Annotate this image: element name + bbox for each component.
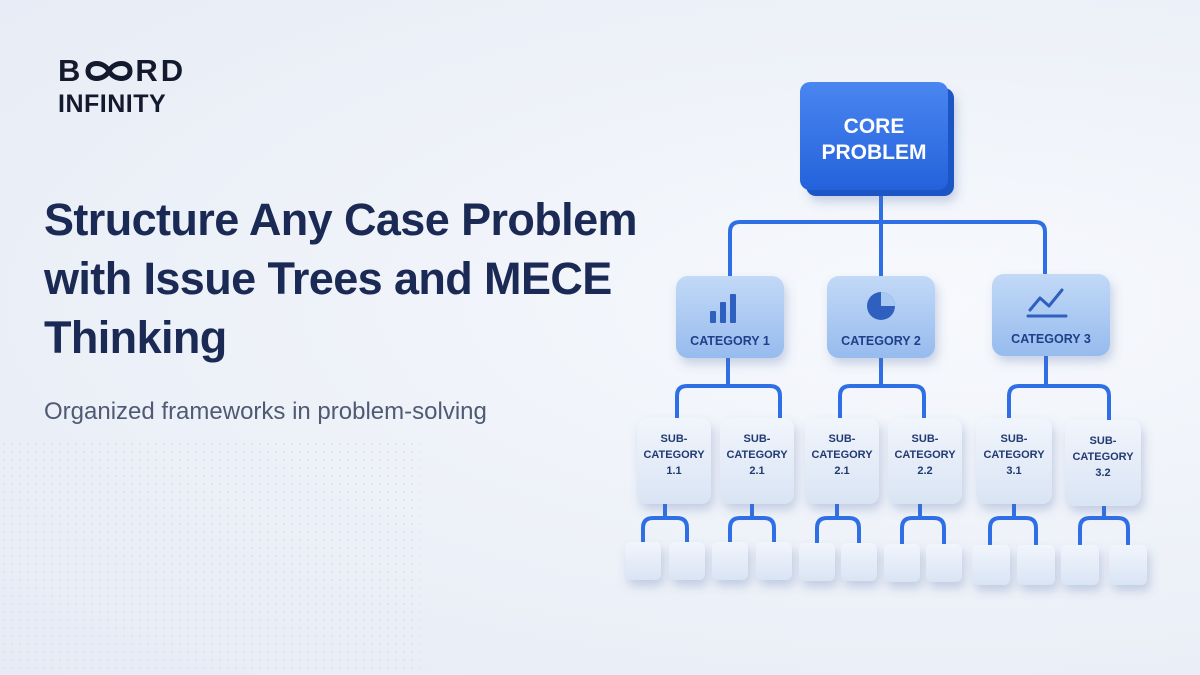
subcategory-2-line2: CATEGORY (726, 449, 788, 461)
bar-chart-icon (710, 294, 736, 323)
subcategory-2-line1: SUB- (744, 433, 771, 445)
pie-chart-icon (867, 292, 895, 320)
leaf-node (756, 542, 792, 580)
subcategory-4-line1: SUB- (912, 433, 939, 445)
logo-prefix: B (58, 53, 84, 88)
logo-line-1: B RD (58, 53, 187, 88)
subcategory-6-line3: 3.2 (1095, 467, 1110, 479)
subcategory-5-line3: 3.1 (1006, 465, 1021, 477)
subheadline: Organized frameworks in problem-solving (44, 398, 487, 425)
subcategory-6-line1: SUB- (1090, 435, 1117, 447)
logo-suffix: RD (135, 53, 187, 88)
line-chart-icon (1026, 288, 1068, 318)
leaf-nodes (625, 542, 1147, 585)
leaf-node (1109, 545, 1147, 585)
subcategory-5-line2: CATEGORY (983, 449, 1045, 461)
leaf-node (1061, 545, 1099, 585)
headline: Structure Any Case Problem with Issue Tr… (44, 194, 638, 363)
infinity-icon (85, 61, 133, 81)
subcategory-5-line1: SUB- (1001, 433, 1028, 445)
leaf-node (712, 542, 748, 580)
category-node-1: CATEGORY 1 (676, 276, 784, 358)
subcategory-4-line2: CATEGORY (894, 449, 956, 461)
leaf-node (926, 544, 962, 582)
leaf-node (972, 545, 1010, 585)
leaf-node (625, 542, 661, 580)
board-infinity-logo[interactable]: B RD INFINITY (58, 53, 187, 119)
subcategory-node-5: SUB- CATEGORY 3.1 (976, 418, 1052, 504)
connector-lines (641, 188, 1130, 546)
subcategory-3-line3: 2.1 (834, 465, 849, 477)
leaf-node (669, 542, 705, 580)
subcategory-node-1: SUB- CATEGORY 1.1 (637, 418, 711, 504)
subcategory-1-line2: CATEGORY (643, 449, 705, 461)
subcategory-node-3: SUB- CATEGORY 2.1 (805, 418, 879, 504)
category-node-3: CATEGORY 3 (992, 274, 1110, 356)
core-problem-label-line1: CORE (844, 115, 905, 138)
category-2-label: CATEGORY 2 (841, 334, 921, 348)
subcategory-node-4: SUB- CATEGORY 2.2 (888, 418, 962, 504)
subcategory-node-6: SUB- CATEGORY 3.2 (1065, 420, 1141, 506)
logo-line-2: INFINITY (58, 90, 167, 118)
subcategory-4-line3: 2.2 (917, 465, 932, 477)
leaf-node (799, 543, 835, 581)
subcategory-6-line2: CATEGORY (1072, 451, 1134, 463)
leaf-node (841, 543, 877, 581)
issue-tree-diagram: CORE PROBLEM CATEGORY 1 CATEGORY 2 CATEG… (625, 82, 1147, 585)
subcategory-3-line1: SUB- (829, 433, 856, 445)
leaf-node (1017, 545, 1055, 585)
subcategory-2-line3: 2.1 (749, 465, 764, 477)
subcategory-1-line3: 1.1 (666, 465, 681, 477)
subcategory-3-line2: CATEGORY (811, 449, 873, 461)
category-3-label: CATEGORY 3 (1011, 332, 1091, 346)
subcategory-node-2: SUB- CATEGORY 2.1 (720, 418, 794, 504)
leaf-node (884, 544, 920, 582)
core-problem-node: CORE PROBLEM (800, 82, 954, 196)
dot-pattern (0, 440, 420, 675)
category-node-2: CATEGORY 2 (827, 276, 935, 358)
category-1-label: CATEGORY 1 (690, 334, 770, 348)
subcategory-1-line1: SUB- (661, 433, 688, 445)
core-problem-label-line2: PROBLEM (822, 141, 927, 164)
